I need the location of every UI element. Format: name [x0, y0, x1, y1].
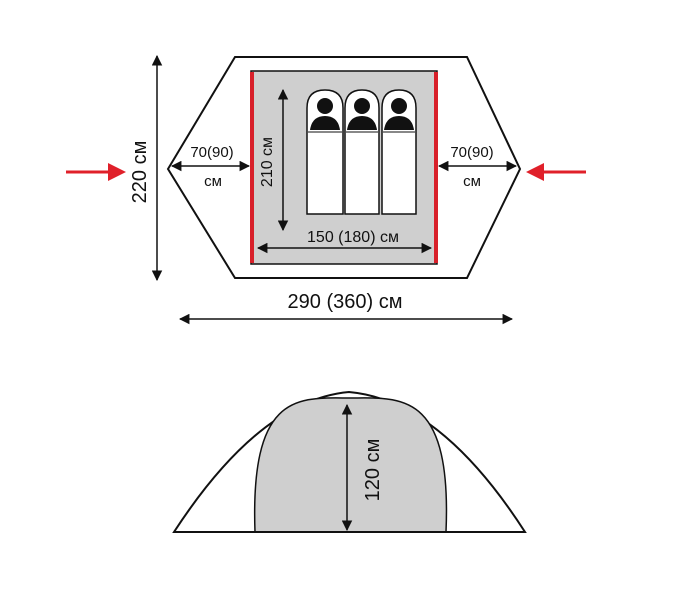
inner-width-label: 150 (180) см: [307, 229, 399, 246]
sleeping-bag: [306, 89, 344, 215]
side-height-label: 120 см: [362, 439, 384, 502]
right-vestibule-unit-label: см: [463, 173, 481, 190]
sleeping-bag: [381, 89, 417, 215]
person-silhouette-icon: [310, 98, 340, 130]
sleeping-bag: [344, 89, 380, 215]
left-vestibule-unit-label: см: [204, 173, 222, 190]
side-view: 120 см: [172, 390, 527, 533]
left-vestibule-size-label: 70(90): [190, 144, 233, 161]
top-view: 220 см 210 см 150 (180) см 70(90) см 70(…: [66, 54, 586, 325]
arrow-left-icon: [526, 163, 586, 181]
person-silhouette-icon: [347, 98, 377, 130]
height-label: 220 см: [129, 141, 151, 204]
person-silhouette-icon: [384, 98, 414, 130]
inner-length-label: 210 см: [259, 137, 276, 187]
arrow-right-icon: [66, 163, 126, 181]
right-vestibule-size-label: 70(90): [450, 144, 493, 161]
inner-tent-dome: [253, 397, 448, 533]
total-width-label: 290 (360) см: [288, 291, 403, 313]
sleeping-places: [306, 89, 417, 215]
